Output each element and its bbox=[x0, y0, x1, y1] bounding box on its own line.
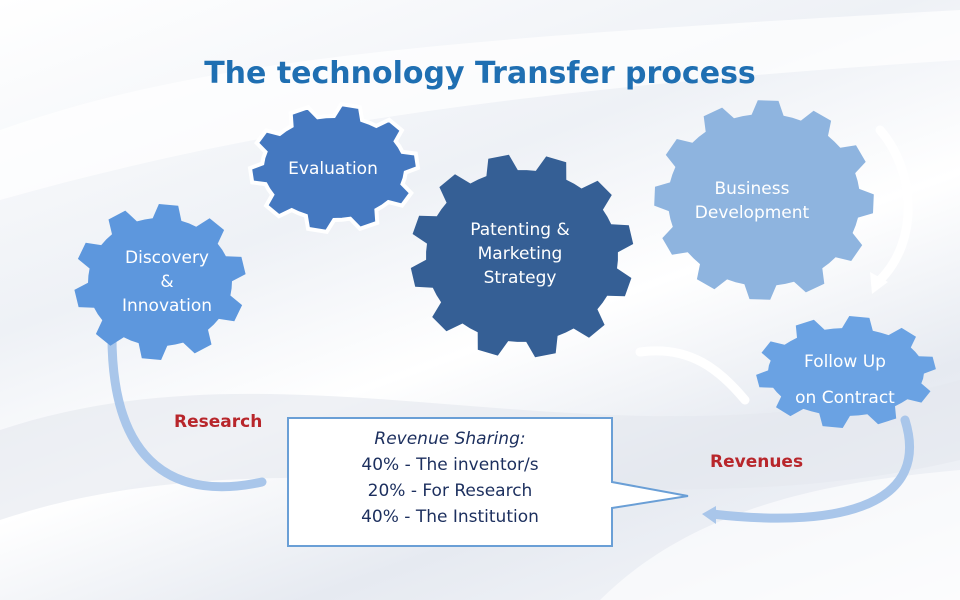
business-arrowhead bbox=[870, 272, 888, 294]
discovery-label: Discovery & Innovation bbox=[121, 248, 212, 316]
revenue-share-line: 40% - The Institution bbox=[361, 507, 539, 527]
business-label: Business Development bbox=[694, 179, 810, 223]
revenue-sharing-text: Revenue Sharing: 40% - The inventor/s 20… bbox=[290, 426, 610, 530]
patenting-label: Patenting & Marketing Strategy bbox=[470, 220, 570, 288]
followup-gear bbox=[756, 316, 936, 428]
research-label: Research bbox=[174, 412, 263, 432]
revenue-arrow bbox=[707, 415, 915, 523]
followup-arrow bbox=[635, 346, 750, 405]
revenue-share-line: 20% - For Research bbox=[367, 481, 533, 501]
followup-label: Follow Up on Contract bbox=[795, 352, 895, 408]
revenue-share-line: 40% - The inventor/s bbox=[361, 455, 539, 475]
evaluation-gear bbox=[247, 102, 421, 234]
evaluation-label: Evaluation bbox=[288, 159, 378, 179]
revenue-sharing-heading: Revenue Sharing: bbox=[374, 429, 526, 449]
revenue-arrowhead bbox=[702, 506, 716, 524]
patenting-gear bbox=[410, 154, 634, 358]
revenue-callout bbox=[287, 417, 689, 547]
discovery-gear bbox=[74, 204, 246, 360]
business-gear bbox=[654, 100, 874, 300]
business-arrow bbox=[875, 125, 913, 285]
revenues-label: Revenues bbox=[710, 452, 804, 472]
slide-title: The technology Transfer process bbox=[204, 56, 756, 91]
research-arrow bbox=[107, 325, 267, 492]
